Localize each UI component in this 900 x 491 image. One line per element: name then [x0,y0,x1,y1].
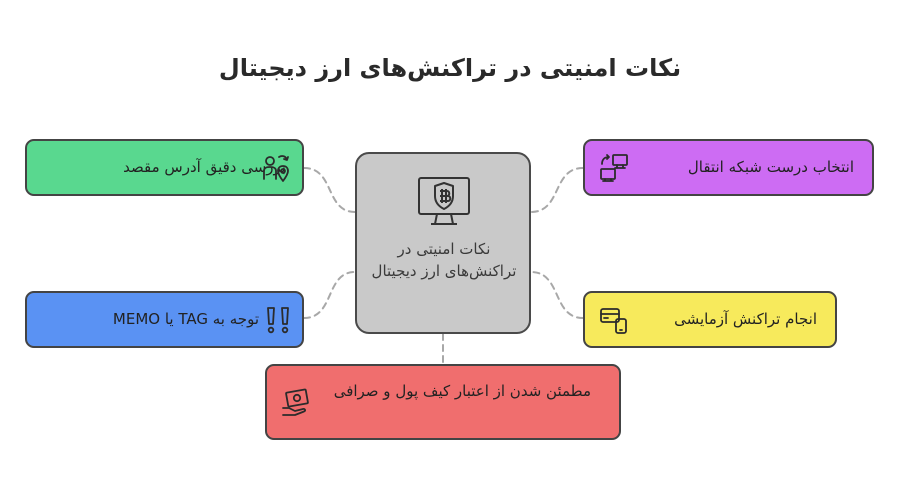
connector-test [530,271,584,319]
node-test-transaction-label: انجام تراکنش آزمایشی [674,310,817,328]
connector-network [530,167,584,213]
node-wallet-exchange-trust: مطمئن شدن از اعتبار کیف پول و صرافی [265,364,621,440]
central-hub-label: نکات امنیتی در تراکنش‌های ارز دیجیتال [371,240,517,280]
diagram-title: نکات امنیتی در تراکنش‌های ارز دیجیتال [218,54,682,82]
network-transfer-icon [600,154,628,182]
money-hand-icon [282,388,309,416]
connector-address [303,167,356,213]
node-wallet-exchange-trust-label: مطمئن شدن از اعتبار کیف پول و صرافی [333,382,591,400]
node-address-check-label: بررسی دقیق آدرس مقصد [123,158,286,176]
bitcoin-shield-monitor-icon [418,177,470,225]
node-address-check: بررسی دقیق آدرس مقصد [25,139,304,196]
node-network-select: انتخاب درست شبکه انتقال [583,139,874,196]
node-tag-memo: توجه به TAG یا MEMO [25,291,304,348]
central-hub: نکات امنیتی در تراکنش‌های ارز دیجیتال [355,152,531,334]
test-transaction-icon [600,308,627,334]
person-location-icon [263,155,289,182]
node-test-transaction: انجام تراکنش آزمایشی [583,291,837,348]
exclamation-marks-icon [267,307,289,334]
node-network-select-label: انتخاب درست شبکه انتقال [687,158,854,176]
node-tag-memo-label: توجه به TAG یا MEMO [112,310,259,328]
connector-tag [303,271,356,319]
